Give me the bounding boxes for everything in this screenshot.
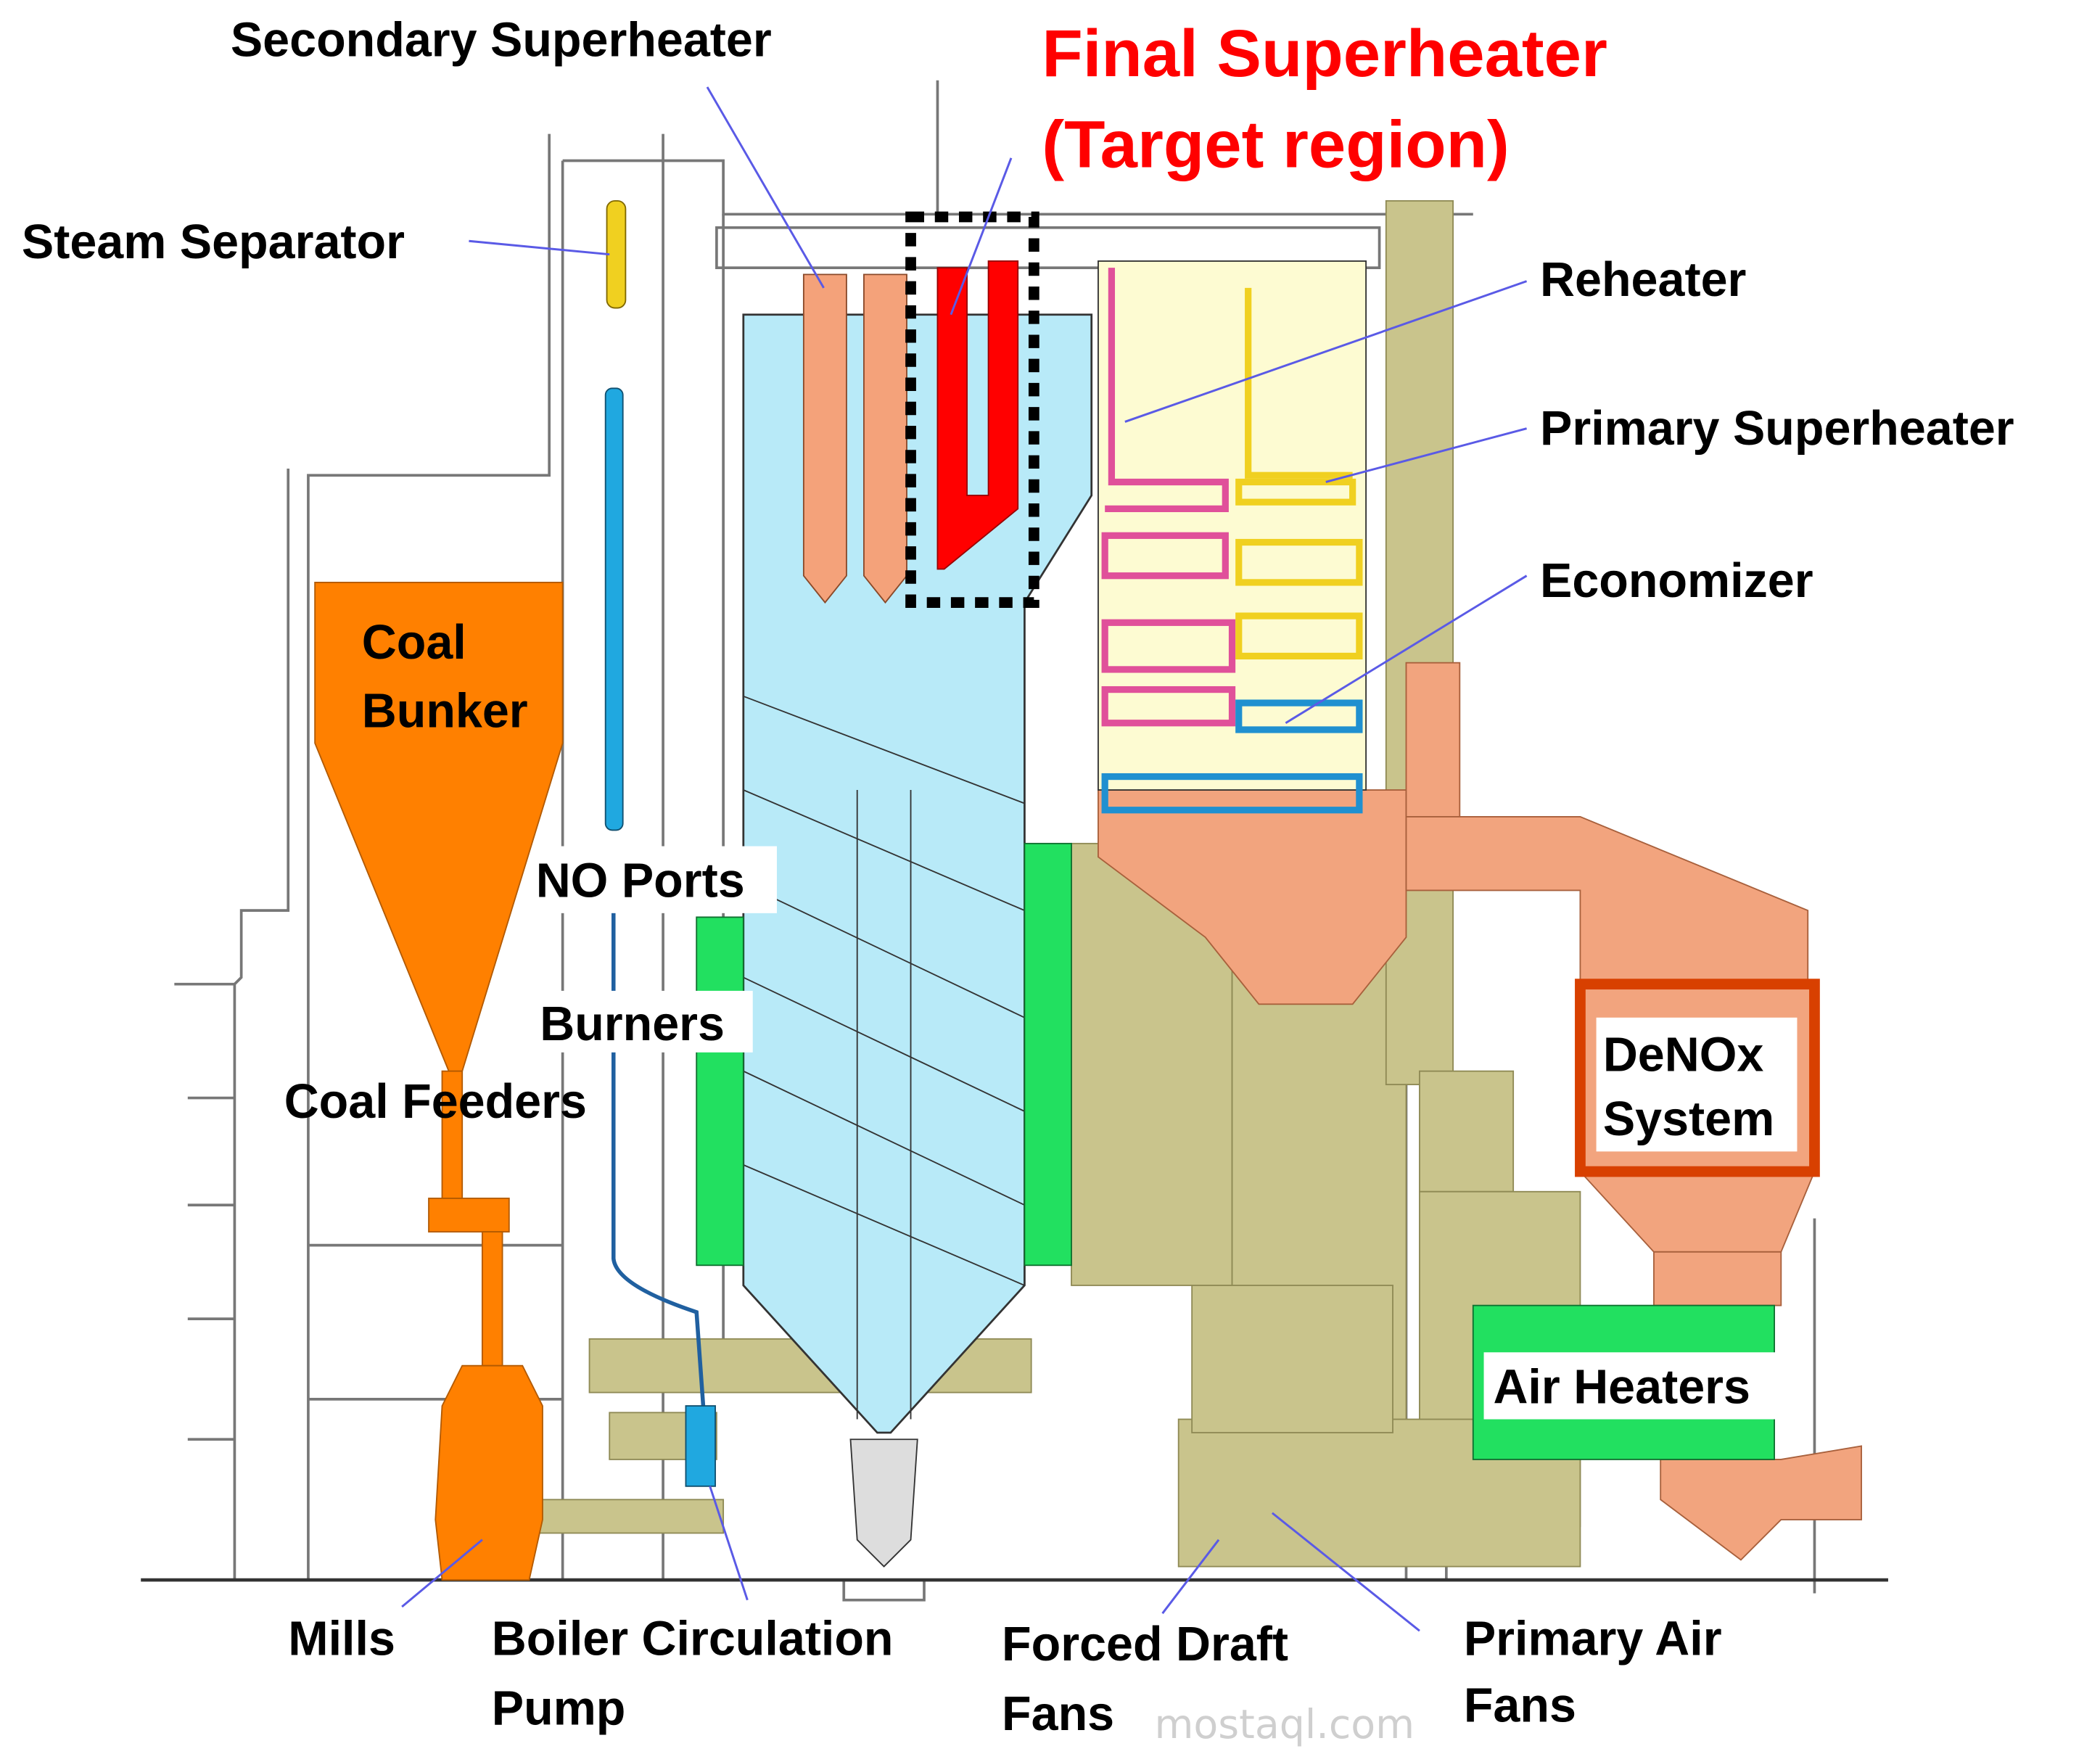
target-region-box	[905, 211, 1039, 608]
label-boiler-pump-2: Pump	[492, 1681, 626, 1735]
circulation-pump	[685, 1405, 716, 1487]
watermark: mostaql.com	[1154, 1702, 1415, 1748]
label-coal-bunker-2: Bunker	[362, 684, 528, 738]
label-mills: Mills	[288, 1612, 395, 1666]
label-final-superheater: Final Superheater	[1042, 15, 1607, 91]
label-burners: Burners	[540, 997, 725, 1051]
windbox-left	[696, 916, 744, 1267]
primary-superheater-tubes	[1235, 287, 1363, 660]
final-superheater	[936, 260, 1019, 570]
label-denox-1: DeNOx	[1603, 1029, 1764, 1082]
label-coal-feeders: Coal Feeders	[284, 1075, 587, 1129]
label-reheater: Reheater	[1540, 253, 1746, 307]
bottom-ash-hopper	[849, 1438, 918, 1568]
downcomer	[604, 387, 624, 831]
furnace-hatching	[743, 695, 1025, 1420]
label-boiler-pump-1: Boiler Circulation	[492, 1612, 894, 1666]
label-fd-fans-2: Fans	[1002, 1687, 1114, 1741]
label-pa-fans-1: Primary Air	[1464, 1612, 1722, 1666]
steam-separator	[606, 199, 627, 309]
label-economizer: Economizer	[1540, 554, 1813, 608]
label-air-heaters: Air Heaters	[1493, 1360, 1750, 1414]
secondary-superheater	[802, 273, 907, 604]
label-coal-bunker-1: Coal	[362, 616, 466, 670]
labels: Secondary Superheater Final Superheater …	[22, 14, 2014, 1748]
label-denox-2: System	[1603, 1092, 1774, 1146]
reheater-tubes	[1101, 268, 1236, 727]
label-no-ports: NO Ports	[536, 855, 745, 908]
label-pa-fans-2: Fans	[1464, 1679, 1576, 1733]
label-steam-separator: Steam Separator	[22, 215, 405, 269]
windbox-right	[1024, 842, 1072, 1267]
label-target-region: (Target region)	[1042, 107, 1509, 182]
label-secondary-superheater: Secondary Superheater	[231, 14, 772, 67]
label-primary-superheater: Primary Superheater	[1540, 402, 2014, 456]
mill	[435, 1364, 543, 1581]
label-fd-fans-1: Forced Draft	[1002, 1618, 1288, 1671]
economizer-tubes	[1101, 699, 1363, 814]
coal-system	[314, 582, 564, 1581]
leader-lines	[401, 86, 1528, 1632]
